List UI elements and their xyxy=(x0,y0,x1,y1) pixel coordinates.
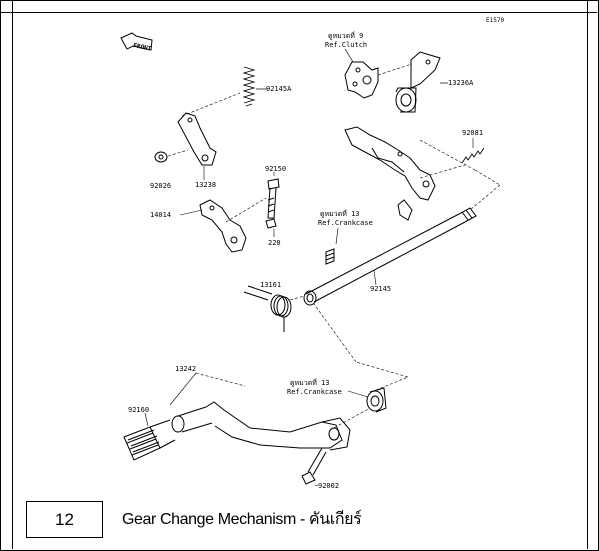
lever-13236a-part xyxy=(395,51,441,113)
part-13238: 13238 xyxy=(195,181,216,189)
spring-92081-part xyxy=(461,147,485,164)
part-92145: 13161 xyxy=(260,281,281,289)
bolt-92002-part xyxy=(301,447,327,485)
spring-92145a-part xyxy=(242,66,256,107)
arm-13238-part xyxy=(177,112,217,166)
part-220: 220 xyxy=(268,239,281,247)
part-13242: 13242 xyxy=(175,365,196,373)
part-92002: 92002 xyxy=(318,482,339,490)
bushing-part xyxy=(325,248,335,265)
ref-clutch-thai: ดูหมวดที่ 9 xyxy=(328,31,363,40)
part-13161: 92145 xyxy=(370,285,391,293)
oil-seal-part xyxy=(366,387,387,413)
shift-shaft-13161-part xyxy=(303,207,477,306)
part-92145a: 92145A xyxy=(266,85,292,93)
part-92160: 92160 xyxy=(128,406,149,414)
part-14014: 14014 xyxy=(150,211,171,219)
front-arrow-icon: FRONT xyxy=(120,32,153,53)
part-13236a: 13236A xyxy=(448,79,474,87)
torsion-spring-92145-part xyxy=(243,285,292,332)
pedal-rubber-92160-part xyxy=(123,419,176,461)
part-92081: 92081 xyxy=(462,129,483,137)
gear-pedal-13242-part xyxy=(171,401,351,451)
section-number: 12 xyxy=(55,509,74,529)
drawing-code: E1570 xyxy=(486,17,504,24)
bolt-220-part xyxy=(265,218,277,229)
clutch-plate-part xyxy=(344,61,379,99)
section-number-box: 12 xyxy=(26,501,103,538)
shift-fork-assembly xyxy=(344,126,436,221)
lever-14014-part xyxy=(199,199,247,253)
ref-clutch-label: Ref.Clutch xyxy=(325,41,367,49)
washer-92026-part xyxy=(154,151,168,163)
part-92150: 92150 xyxy=(265,165,286,173)
ref-crankcase-a-thai: ดูหมวดที่ 13 xyxy=(320,209,360,218)
svg-text:FRONT: FRONT xyxy=(133,42,153,53)
left-margin-line xyxy=(12,0,13,549)
right-margin-line xyxy=(587,0,588,549)
ref-crankcase-b-label: Ref.Crankcase xyxy=(287,388,342,396)
ref-crankcase-a-label: Ref.Crankcase xyxy=(318,219,373,227)
top-border xyxy=(0,12,597,13)
ref-crankcase-b-thai: ดูหมวดที่ 13 xyxy=(290,378,330,387)
part-92026: 92026 xyxy=(150,182,171,190)
bolt-92150-part xyxy=(267,178,280,219)
section-title: Gear Change Mechanism - คันเกียร์ xyxy=(122,511,362,528)
